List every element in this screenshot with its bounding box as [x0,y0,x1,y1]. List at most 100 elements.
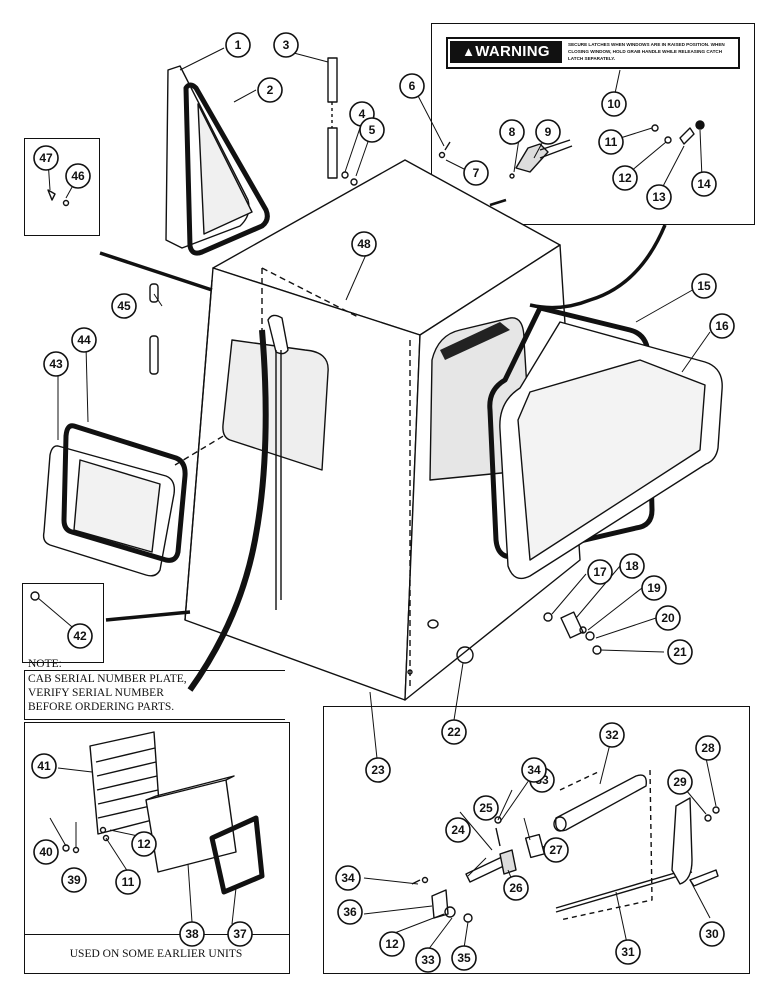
callout-27-text: 27 [549,843,563,857]
callout-15-text: 15 [697,279,711,293]
earlier-units-caption: USED ON SOME EARLIER UNITS [69,948,243,960]
callout-20-text: 20 [661,611,675,625]
callout-8: 8 [499,119,525,145]
callout-12-latch: 12 [379,931,405,957]
callout-29: 29 [667,769,693,795]
callout-36: 36 [337,899,363,925]
callout-6-text: 6 [409,79,416,93]
callout-47: 47 [33,145,59,171]
callout-36-text: 36 [343,905,357,919]
callout-14: 14 [691,171,717,197]
callout-33b-text: 33 [421,953,435,967]
callout-19-text: 19 [647,581,661,595]
callout-40: 40 [33,839,59,865]
callout-26: 26 [503,875,529,901]
callout-10-text: 10 [607,97,621,111]
callout-41: 41 [31,753,57,779]
callout-12-earlier: 12 [131,831,157,857]
callout-29-text: 29 [673,775,687,789]
callout-14-text: 14 [697,177,711,191]
triangle-window [165,65,270,256]
callout-20: 20 [655,605,681,631]
warning-decal: ▲WARNING SECURE LATCHES WHEN WINDOWS ARE… [446,37,740,69]
callout-35-text: 35 [457,951,471,965]
callout-24-text: 24 [451,823,465,837]
callout-25: 25 [473,795,499,821]
callout-3-text: 3 [283,38,290,52]
callout-46-text: 46 [71,169,85,183]
callout-13: 13 [646,184,672,210]
callout-44: 44 [71,327,97,353]
callout-45: 45 [111,293,137,319]
callout-17-text: 17 [593,565,607,579]
callout-26-text: 26 [509,881,523,895]
callout-41-text: 41 [37,759,51,773]
callout-38: 38 [179,921,205,947]
caption-divider [24,934,290,935]
callout-2: 2 [257,77,283,103]
callout-1: 1 [225,32,251,58]
callout-8-text: 8 [509,125,516,139]
callout-6: 6 [399,73,425,99]
inset-box-42 [22,583,104,663]
callout-39: 39 [61,867,87,893]
callout-11-text: 11 [605,135,618,149]
callout-22: 22 [441,719,467,745]
callout-42: 42 [67,623,93,649]
note-line-2: VERIFY SERIAL NUMBER [28,687,164,699]
warning-heading: ▲WARNING [450,41,562,63]
callout-30: 30 [699,921,725,947]
callout-5-text: 5 [369,123,376,137]
callout-12b-text: 12 [137,837,151,851]
callout-12c-text: 12 [385,937,399,951]
callout-48: 48 [351,231,377,257]
callout-30-text: 30 [705,927,719,941]
note-line-3: BEFORE ORDERING PARTS. [28,701,175,713]
callout-12-text: 12 [618,171,632,185]
callout-layer: 1 2 3 4 5 6 7 8 9 10 11 12 13 14 15 16 1… [31,32,735,973]
callout-7: 7 [463,160,489,186]
callout-19: 19 [641,575,667,601]
callout-27: 27 [543,837,569,863]
warning-heading-text: WARNING [475,43,550,60]
callout-16-text: 16 [715,319,729,333]
note-title: NOTE: [28,658,62,670]
callout-34-latch: 34 [335,865,361,891]
callout-9: 9 [535,119,561,145]
callout-5: 5 [359,117,385,143]
callout-24: 24 [445,817,471,843]
callout-37-text: 37 [233,927,247,941]
callout-34-text: 34 [527,763,541,777]
callout-18: 18 [619,553,645,579]
callout-34: 34 [521,757,547,783]
callout-21-text: 21 [673,645,687,659]
callout-43-text: 43 [49,357,63,371]
callout-25-text: 25 [479,801,493,815]
warning-triangle-icon: ▲ [462,44,476,59]
callout-44-text: 44 [77,333,91,347]
callout-1-text: 1 [235,38,242,52]
note-line-1: CAB SERIAL NUMBER PLATE, [28,673,187,685]
callout-11b-text: 11 [122,875,135,889]
callout-31: 31 [615,939,641,965]
callout-16: 16 [709,313,735,339]
note-frame-line [24,670,285,720]
callout-7-text: 7 [473,166,480,180]
callout-48-text: 48 [357,237,371,251]
callout-2-text: 2 [267,83,274,97]
callout-23: 23 [365,757,391,783]
callout-11: 11 [598,129,624,155]
callout-3: 3 [273,32,299,58]
callout-18-text: 18 [625,559,639,573]
callout-47-text: 47 [39,151,53,165]
callout-22-text: 22 [447,725,461,739]
callout-21: 21 [667,639,693,665]
callout-4-text: 4 [359,107,366,121]
callout-39-text: 39 [67,873,81,887]
callout-28-text: 28 [701,741,715,755]
callout-40-text: 40 [39,845,53,859]
callout-32-text: 32 [605,728,619,742]
callout-11-earlier: 11 [115,869,141,895]
